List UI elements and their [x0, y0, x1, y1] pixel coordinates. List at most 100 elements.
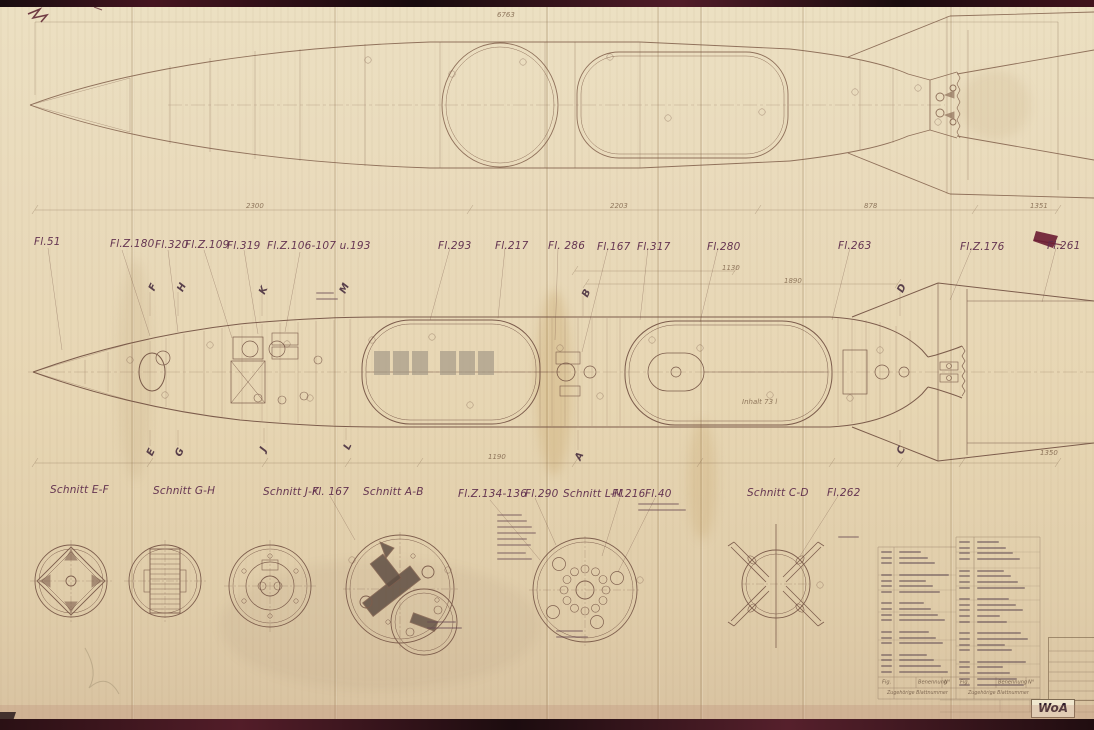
fold-line: [657, 7, 659, 719]
table-row-text: [959, 615, 970, 618]
table-row-text: [959, 558, 970, 561]
table-row-text: [881, 562, 892, 565]
table-row-text: [899, 642, 943, 645]
side-view-frames: [28, 292, 1094, 450]
table-row-text: [977, 637, 1028, 640]
table-row-text: [881, 613, 892, 616]
illegible-note: [838, 536, 859, 538]
table-row-text: [959, 603, 970, 606]
dimension-text: 1351: [1030, 202, 1048, 210]
part-label: Fl.Z.180: [110, 238, 155, 250]
table-row-text: [899, 659, 934, 662]
fold-line: [950, 7, 952, 719]
paper-stain: [118, 260, 152, 480]
illegible-note: [316, 292, 334, 294]
table-row-text: [899, 608, 931, 610]
table-row-text: [977, 683, 1024, 686]
table-row-text: [899, 636, 936, 639]
table-row-text: [881, 573, 892, 576]
dimension-text: 1890: [784, 277, 802, 285]
table-row-text: [977, 643, 1005, 646]
top-border: [0, 0, 1094, 7]
table-row-text: [959, 569, 970, 572]
illegible-note: [497, 544, 531, 546]
dimension-text: 878: [864, 202, 878, 210]
section-l-m: [529, 536, 641, 646]
table-row-text: [959, 649, 970, 652]
table-row-text: [899, 602, 924, 605]
section-label: Schnitt E-F: [50, 484, 109, 496]
table-row-text: [977, 677, 1017, 680]
title-block: [1048, 637, 1094, 701]
table-row-text: [977, 580, 1018, 583]
section-label: Schnitt L-M: [563, 488, 624, 500]
illegible-note: [497, 526, 532, 528]
table-row-text: [881, 653, 892, 656]
section-label: Fl.40: [645, 488, 672, 500]
table-footer-text: N°: [1028, 679, 1035, 685]
section-label: Fl.290: [525, 488, 559, 500]
section-label: Schnitt C-D: [747, 487, 809, 499]
part-label: Fl.320: [155, 239, 189, 251]
illegible-note: [556, 636, 588, 638]
table-row-text: [977, 603, 1016, 606]
table-row-text: [977, 649, 1012, 652]
illegible-note: [427, 627, 462, 629]
part-label: Fl.217: [495, 240, 529, 252]
paper-stain: [220, 560, 540, 690]
table-row-text: [977, 546, 1006, 549]
part-label: Fl.Z.176: [960, 241, 1005, 253]
table-footer-text: N°: [944, 679, 951, 685]
leader-lines: [47, 247, 1057, 573]
section-label: Fl.Z.134-136: [458, 488, 528, 500]
illegible-note: [556, 630, 583, 632]
table-row-text: [881, 579, 892, 582]
table-row-text: [977, 558, 1020, 561]
plan-view-drawing: [29, 11, 1094, 199]
table-row-text: [899, 590, 940, 593]
illegible-note: [316, 298, 338, 300]
illegible-note: [497, 520, 527, 522]
dimension-text: 6763: [497, 11, 515, 19]
table-row-text: [959, 546, 970, 549]
illegible-note: [497, 538, 527, 540]
table-row-text: [899, 556, 928, 559]
table-row-text: [977, 541, 999, 543]
fold-line: [802, 7, 804, 719]
section-label: Fl.216: [612, 488, 646, 500]
table-row-text: [881, 608, 892, 610]
paper-stain: [960, 70, 1030, 140]
illegible-note: [497, 532, 536, 534]
section-e-f: [30, 540, 112, 622]
table-row-text: [977, 660, 1026, 663]
part-label: Fl.51: [34, 236, 61, 248]
table-row-text: [959, 632, 970, 635]
table-row-text: [977, 632, 1021, 635]
paper-stain: [536, 290, 572, 475]
table-row-text: [959, 598, 970, 600]
table-row-text: [899, 653, 927, 656]
table-row-text: [959, 660, 970, 663]
section-g-h: [124, 540, 206, 622]
dimension-text: 1130: [722, 264, 740, 272]
part-label: Fl.293: [438, 240, 472, 252]
part-label: Fl.280: [707, 241, 741, 253]
fold-line: [546, 7, 548, 719]
table-row-text: [881, 590, 892, 593]
part-label: Fl.167: [597, 241, 631, 253]
illegible-note: [497, 552, 526, 554]
dimension-text: 1190: [488, 453, 506, 461]
dimension-text: 2203: [610, 202, 628, 210]
illegible-note: [638, 503, 679, 505]
section-label: Fl. 167: [312, 486, 350, 498]
table-row-text: [959, 552, 970, 555]
part-label: Fl.319: [227, 240, 261, 252]
illegible-note: [497, 558, 532, 560]
table-row-text: [881, 556, 892, 559]
table-row-text: [977, 609, 1023, 612]
table-row-text: [977, 615, 1000, 618]
table-row-text: [881, 642, 892, 645]
section-label: Schnitt A-B: [363, 486, 424, 498]
table-row-text: [959, 643, 970, 646]
